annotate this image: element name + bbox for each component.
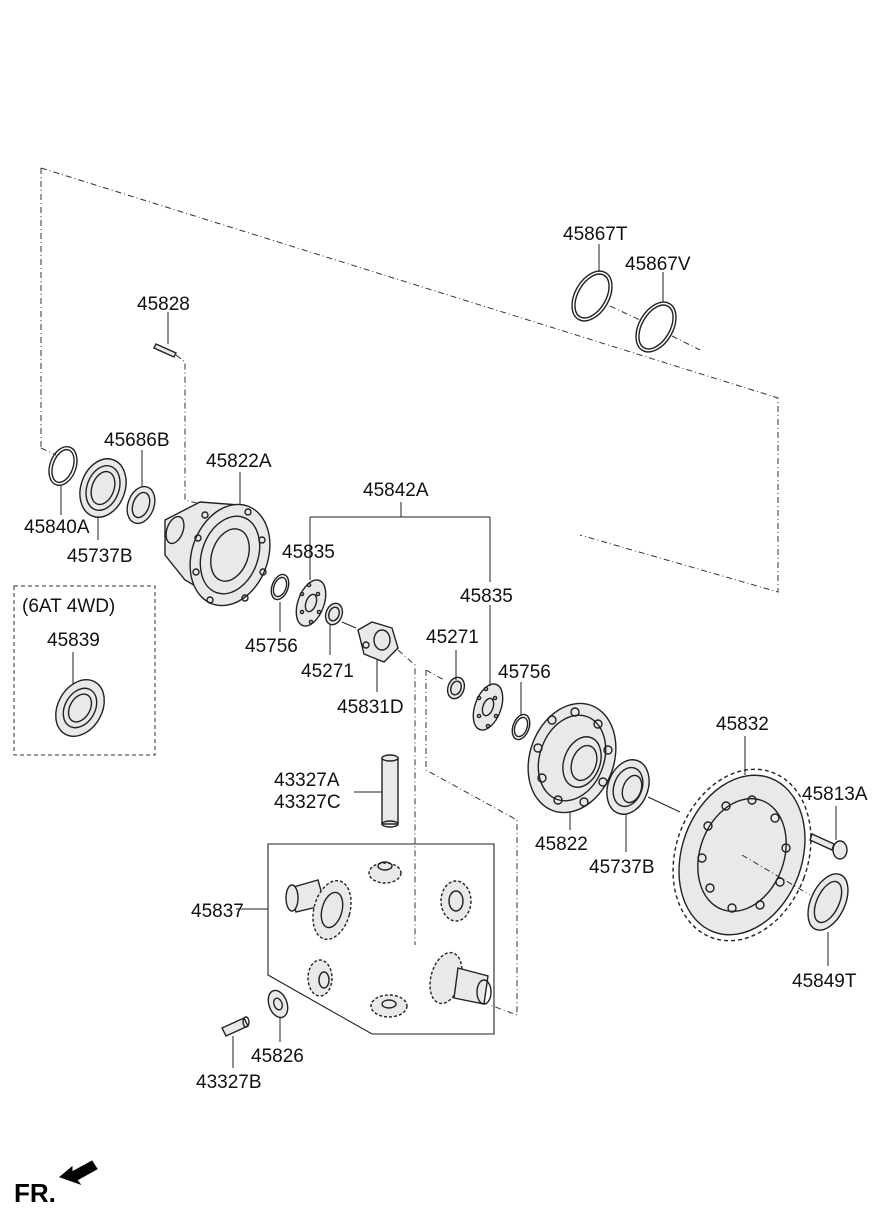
- label-45737B-bottom: 45737B: [589, 857, 655, 878]
- ring-axis-line: [609, 305, 701, 351]
- part-43327B-pin[interactable]: [221, 1016, 250, 1037]
- part-45826-washer[interactable]: [265, 988, 291, 1020]
- part-45686B-race[interactable]: [122, 483, 159, 528]
- part-45271-ring-left[interactable]: [323, 601, 346, 627]
- part-45822A-case[interactable]: [163, 493, 284, 617]
- label-45839: 45839: [47, 630, 100, 651]
- label-45271-right: 45271: [426, 627, 479, 648]
- part-45756-washer-right[interactable]: [509, 712, 533, 742]
- label-43327B: 43327B: [196, 1072, 262, 1093]
- option-box: [13, 585, 156, 756]
- part-45867T-ring[interactable]: [564, 264, 620, 328]
- label-45832: 45832: [716, 714, 769, 735]
- label-45867V: 45867V: [625, 254, 691, 275]
- label-45837: 45837: [191, 901, 244, 922]
- arrow-left-down-icon: [59, 1160, 98, 1186]
- part-45849T-washer[interactable]: [800, 868, 856, 937]
- gear-kit-box: [267, 843, 495, 1035]
- label-43327C: 43327C: [274, 792, 341, 813]
- leader-lines: [60, 244, 837, 1068]
- part-45271-ring-right[interactable]: [445, 675, 468, 701]
- label-45756-right: 45756: [498, 662, 551, 683]
- part-45835-washer-left[interactable]: [291, 576, 332, 630]
- part-45737B-bearing-bottom[interactable]: [600, 754, 681, 820]
- label-45842A: 45842A: [363, 480, 429, 501]
- label-45831D: 45831D: [337, 697, 404, 718]
- label-45822: 45822: [535, 834, 588, 855]
- label-45686B: 45686B: [104, 430, 170, 451]
- label-45867T: 45867T: [563, 224, 628, 245]
- part-45867V-ring[interactable]: [628, 295, 684, 359]
- option-box-title: (6AT 4WD): [22, 596, 115, 617]
- label-45737B-top: 45737B: [67, 546, 133, 567]
- part-45831D-block[interactable]: [341, 621, 416, 945]
- part-45828-pin[interactable]: [153, 343, 206, 506]
- label-45840A: 45840A: [24, 517, 90, 538]
- part-45813A-bolt[interactable]: [809, 833, 848, 860]
- assembly-outline: [40, 167, 779, 593]
- label-45271-left: 45271: [301, 661, 354, 682]
- inner-axis-dash-top: [425, 669, 445, 681]
- label-45849T: 45849T: [792, 971, 857, 992]
- label-45813A: 45813A: [802, 784, 868, 805]
- part-45832-ring-gear[interactable]: [650, 750, 834, 961]
- assembly-outline-link: [40, 447, 57, 456]
- part-45839-bearing[interactable]: [46, 671, 114, 745]
- label-43327A: 43327A: [274, 770, 340, 791]
- part-45835-washer-right[interactable]: [468, 680, 509, 734]
- inner-axis-dash: [425, 670, 518, 1016]
- label-45822A: 45822A: [206, 451, 272, 472]
- part-45756-washer-left[interactable]: [268, 572, 292, 602]
- label-45828: 45828: [137, 294, 190, 315]
- front-indicator: FR.: [14, 1178, 56, 1208]
- label-45756-left: 45756: [245, 636, 298, 657]
- part-45737B-bearing-top[interactable]: [72, 452, 134, 523]
- label-45826: 45826: [251, 1046, 304, 1067]
- part-45822-case[interactable]: [513, 691, 630, 825]
- label-45835-right: 45835: [460, 586, 513, 607]
- gear-kit-contents[interactable]: [285, 861, 492, 1018]
- part-45840A-snap-ring[interactable]: [44, 443, 82, 489]
- part-43327A-shaft[interactable]: [381, 754, 399, 828]
- label-45835-left: 45835: [282, 542, 335, 563]
